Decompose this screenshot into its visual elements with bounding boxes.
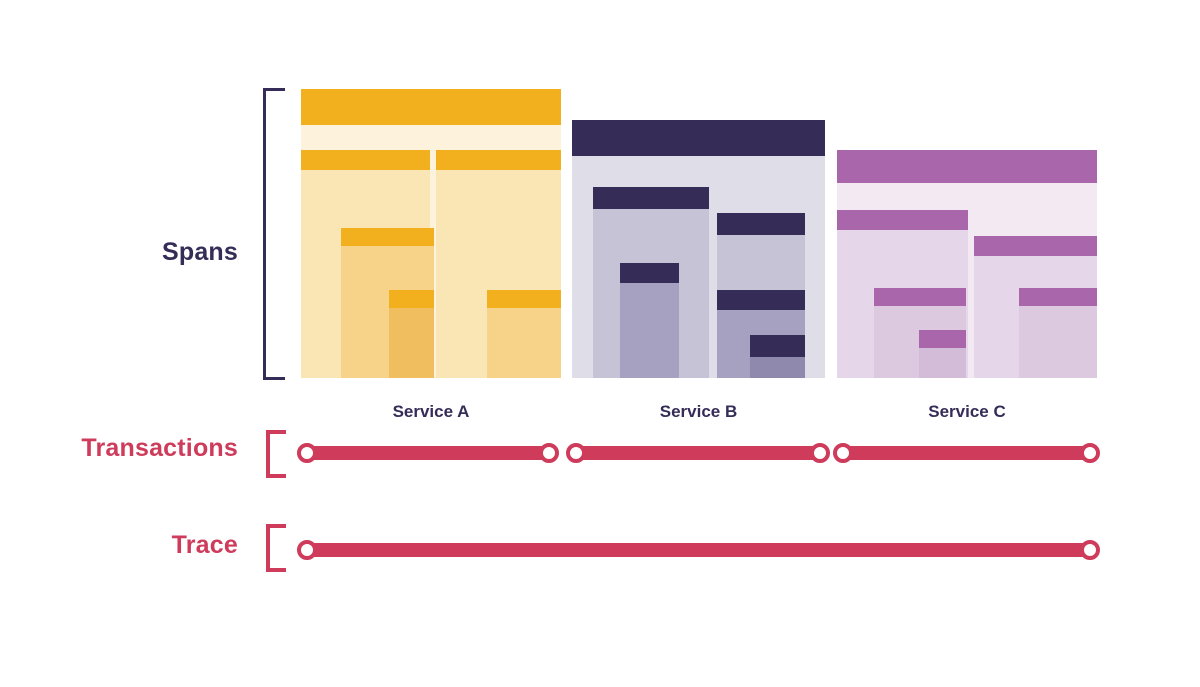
service-caption-service-c: Service C (928, 402, 1006, 421)
span-b-root-header (572, 120, 825, 156)
span-a-child5-header (487, 290, 561, 308)
span-b-child1-header (593, 187, 709, 209)
trace-span[interactable] (307, 543, 1090, 557)
span-a-child4[interactable] (389, 290, 434, 378)
span-a-child2-header (436, 150, 561, 170)
span-c-child3-header (874, 288, 966, 306)
transaction-service-b-start-node[interactable] (566, 443, 586, 463)
span-c-child1-header (837, 210, 968, 230)
transaction-service-c-end-node[interactable] (1080, 443, 1100, 463)
span-c-child5-header (919, 330, 966, 348)
spans-bracket-icon (263, 88, 285, 380)
transaction-service-c-start-node[interactable] (833, 443, 853, 463)
trace-span-end-node[interactable] (1080, 540, 1100, 560)
span-b-child5-header (750, 335, 805, 357)
trace-span-start-node[interactable] (297, 540, 317, 560)
transactions-bracket-icon (266, 430, 286, 478)
trace-bracket-icon (266, 524, 286, 572)
span-c-child4-header (1019, 288, 1097, 306)
span-a-root-header (301, 89, 561, 125)
trace-row-label: Trace (171, 531, 238, 559)
span-b-child2-header (717, 213, 805, 235)
transaction-service-a-end-node[interactable] (539, 443, 559, 463)
service-column-service-b (572, 120, 825, 378)
service-column-service-a (301, 89, 561, 378)
span-c-child5[interactable] (919, 330, 966, 378)
span-b-child4-header (717, 290, 805, 310)
service-caption-service-a: Service A (392, 402, 470, 421)
transaction-service-b[interactable] (576, 446, 820, 460)
span-c-child4[interactable] (1019, 288, 1097, 378)
span-b-child3-header (620, 263, 679, 283)
transactions-row-label: Transactions (81, 434, 238, 462)
service-column-service-c (837, 150, 1097, 378)
transaction-service-a[interactable] (307, 446, 549, 460)
span-c-root-header (837, 150, 1097, 183)
spans-row-label: Spans (161, 238, 238, 266)
span-c-child2-header (974, 236, 1097, 256)
span-a-child4-header (389, 290, 434, 308)
transaction-service-a-start-node[interactable] (297, 443, 317, 463)
spans-waterfall (301, 89, 1097, 378)
transaction-service-c[interactable] (843, 446, 1090, 460)
span-a-child5[interactable] (487, 290, 561, 378)
span-b-child5[interactable] (750, 335, 805, 378)
service-caption-service-b: Service B (659, 402, 738, 421)
span-a-child1-header (301, 150, 430, 170)
transaction-service-b-end-node[interactable] (810, 443, 830, 463)
span-b-child3[interactable] (620, 263, 679, 378)
span-a-child3-header (341, 228, 434, 246)
